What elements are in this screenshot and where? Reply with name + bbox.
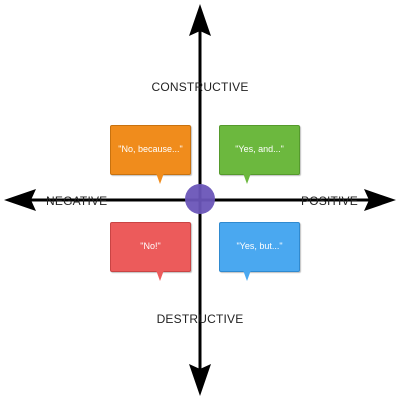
speech-bubble-tail [156,270,164,281]
arrowhead-right-icon [364,189,396,211]
speech-bubble-text: "Yes, and..." [235,144,284,154]
speech-bubble-no: "No!" [110,222,191,281]
speech-bubble-tail [243,173,251,184]
arrowhead-down-icon [189,364,211,396]
arrowhead-up-icon [189,4,211,36]
axis-label-destructive: DESTRUCTIVE [156,312,244,326]
origin-dot [185,184,215,214]
axis-label-constructive: CONSTRUCTIVE [151,80,249,94]
speech-bubble-text: "No, because..." [118,144,183,154]
arrowhead-left-icon [4,189,36,211]
axis-label-negative: NEGATIVE [46,194,108,208]
speech-bubble-yes-but: "Yes, but..." [219,222,300,281]
speech-bubble-text: "No!" [140,241,161,251]
axis-label-positive: POSITIVE [301,194,358,208]
speech-bubble-text: "Yes, but..." [236,241,283,251]
speech-bubble-yes-and: "Yes, and..." [219,125,300,184]
speech-bubble-no-because: "No, because..." [110,125,191,184]
speech-bubble-tail [243,270,251,281]
speech-bubble-tail [156,173,164,184]
